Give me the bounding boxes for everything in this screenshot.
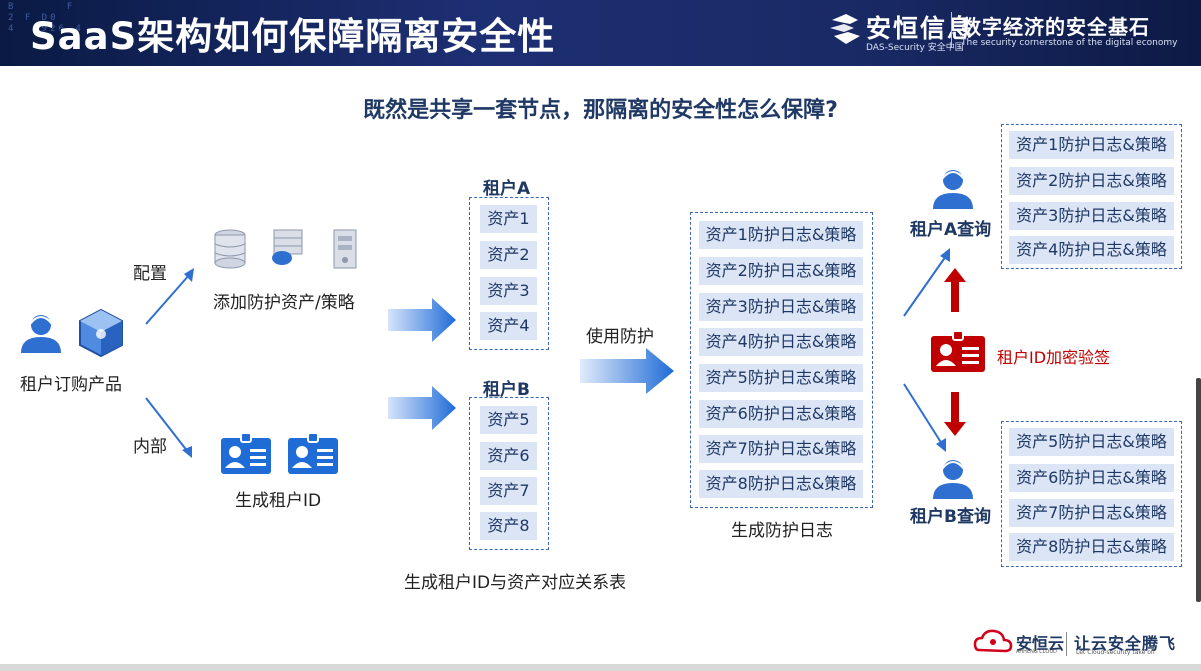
config-arrow bbox=[145, 268, 194, 325]
tenant-b-user-icon bbox=[933, 460, 973, 499]
tenant-b-query-label: 租户B查询 bbox=[910, 507, 991, 527]
asset-cell: 资产4 bbox=[480, 312, 537, 340]
footer-brand: 安恒云 bbox=[1016, 634, 1065, 653]
log-cell: 资产7防护日志&策略 bbox=[699, 435, 863, 463]
database-icon bbox=[214, 229, 246, 269]
result-cell: 资产6防护日志&策略 bbox=[1009, 464, 1174, 492]
log-cell: 资产1防护日志&策略 bbox=[699, 221, 863, 249]
cloud-server-icon bbox=[272, 229, 303, 265]
tenant-a-results-box: 资产1防护日志&策略 资产2防护日志&策略 资产3防护日志&策略 资产4防护日志… bbox=[1001, 124, 1182, 269]
header-code-decoration: B F 2 F D0 4 5926 4 bbox=[8, 2, 84, 34]
product-cube-icon bbox=[79, 308, 123, 358]
flow-arrow-use-protection bbox=[580, 348, 674, 394]
footer-brand-en: AHHENG CLOUD bbox=[1016, 649, 1057, 655]
header-slogan-en: The security cornerstone of the digital … bbox=[961, 38, 1178, 48]
flow-arrow-to-tenant-b bbox=[388, 386, 456, 430]
log-cell: 资产3防护日志&策略 bbox=[699, 293, 863, 321]
verify-id-badge-icon bbox=[931, 330, 985, 372]
tenant-a-query-label: 租户A查询 bbox=[910, 220, 992, 240]
asset-cell: 资产8 bbox=[480, 512, 537, 540]
verify-label: 租户ID加密验签 bbox=[997, 348, 1111, 367]
mapping-table-label: 生成租户ID与资产对应关系表 bbox=[404, 573, 627, 593]
logo-subtext: DAS-Security 安全中国 bbox=[866, 43, 964, 53]
config-label: 配置 bbox=[133, 264, 167, 284]
result-cell: 资产7防护日志&策略 bbox=[1009, 499, 1174, 527]
generate-logs-label: 生成防护日志 bbox=[731, 521, 833, 541]
header-slogan: 数字经济的安全基石 bbox=[961, 15, 1150, 39]
bottom-edge bbox=[0, 664, 1201, 671]
result-cell: 资产2防护日志&策略 bbox=[1009, 167, 1174, 195]
generate-id-label: 生成租户ID bbox=[235, 491, 322, 511]
log-cell: 资产6防护日志&策略 bbox=[699, 400, 863, 428]
header-banner: B F 2 F D0 4 5926 4 SaaS架构如何保障隔离安全性 安恒信息… bbox=[0, 0, 1201, 66]
tenant-a-user-icon bbox=[933, 170, 973, 209]
page-title: SaaS架构如何保障隔离安全性 bbox=[30, 15, 556, 58]
tenant-b-results-box: 资产5防护日志&策略 资产6防护日志&策略 资产7防护日志&策略 资产8防护日志… bbox=[1001, 421, 1182, 567]
asset-cell: 资产1 bbox=[480, 205, 537, 233]
tenant-id-badge-icon bbox=[221, 432, 271, 474]
verify-down-arrow bbox=[944, 392, 966, 436]
result-cell: 资产4防护日志&策略 bbox=[1009, 236, 1174, 264]
logo-text: 安恒信息 bbox=[866, 14, 975, 43]
asset-cell: 资产2 bbox=[480, 241, 537, 269]
vertical-scrollbar[interactable] bbox=[1196, 378, 1201, 602]
header-divider bbox=[951, 12, 952, 48]
footer-divider bbox=[1066, 632, 1067, 656]
server-tower-icon bbox=[333, 229, 357, 269]
footer-slogan-en: Let Cloud-security take off bbox=[1076, 649, 1156, 656]
asset-cell: 资产7 bbox=[480, 477, 537, 505]
tenant-a-title: 租户A bbox=[483, 179, 531, 199]
log-cell: 资产2防护日志&策略 bbox=[699, 257, 863, 285]
result-cell: 资产8防护日志&策略 bbox=[1009, 533, 1174, 561]
query-arrow-a bbox=[903, 248, 950, 317]
slide-subtitle: 既然是共享一套节点，那隔离的安全性怎么保障? bbox=[363, 98, 838, 123]
query-arrow-b bbox=[903, 383, 946, 452]
anheng-cloud-logo-icon bbox=[973, 629, 1013, 653]
add-assets-label: 添加防护资产/策略 bbox=[213, 293, 355, 313]
tenant-user-icon bbox=[21, 315, 61, 353]
footer-slogan: 让云安全腾飞 bbox=[1074, 634, 1177, 653]
asset-cell: 资产5 bbox=[480, 406, 537, 434]
tenant-b-title: 租户B bbox=[483, 380, 530, 400]
result-cell: 资产1防护日志&策略 bbox=[1009, 131, 1174, 159]
asset-cell: 资产3 bbox=[480, 277, 537, 305]
das-security-logo-icon bbox=[830, 14, 860, 44]
use-protection-label: 使用防护 bbox=[586, 327, 654, 347]
result-cell: 资产3防护日志&策略 bbox=[1009, 202, 1174, 230]
log-cell: 资产8防护日志&策略 bbox=[699, 470, 863, 498]
result-cell: 资产5防护日志&策略 bbox=[1009, 428, 1174, 456]
internal-arrow bbox=[145, 397, 192, 458]
log-cell: 资产4防护日志&策略 bbox=[699, 328, 863, 356]
verify-up-arrow bbox=[944, 268, 966, 312]
tenant-a-asset-box: 资产1 资产2 资产3 资产4 bbox=[469, 197, 549, 350]
tenant-purchase-label: 租户订购产品 bbox=[20, 375, 122, 395]
flow-arrow-to-tenant-a bbox=[388, 298, 456, 342]
log-cell: 资产5防护日志&策略 bbox=[699, 364, 863, 392]
internal-label: 内部 bbox=[133, 437, 167, 457]
tenant-id-badge-icon bbox=[288, 432, 338, 474]
protection-logs-box: 资产1防护日志&策略 资产2防护日志&策略 资产3防护日志&策略 资产4防护日志… bbox=[690, 212, 873, 508]
asset-cell: 资产6 bbox=[480, 442, 537, 470]
tenant-b-asset-box: 资产5 资产6 资产7 资产8 bbox=[469, 397, 549, 550]
